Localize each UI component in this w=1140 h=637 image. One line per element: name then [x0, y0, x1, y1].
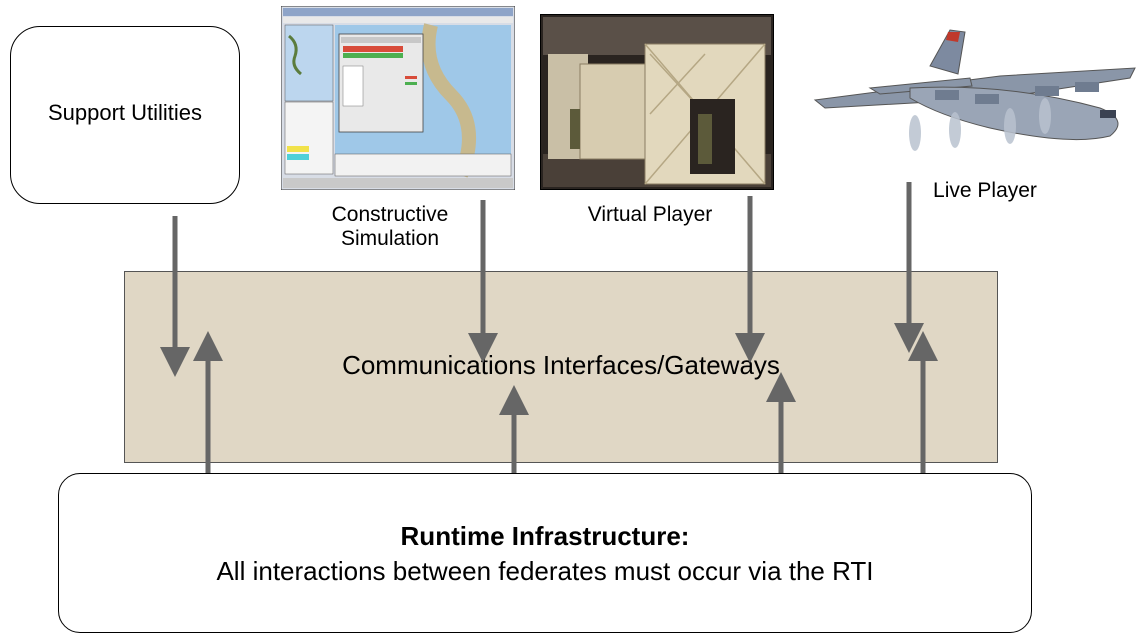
rti-title: Runtime Infrastructure:	[400, 521, 690, 551]
gateway-label: Communications Interfaces/Gateways	[342, 350, 780, 380]
support-utilities-label: Support Utilities	[47, 100, 203, 125]
live-player-label: Live Player	[933, 179, 1037, 202]
constructive-simulation-image	[281, 6, 515, 190]
virtual-player-label: Virtual Player	[587, 203, 713, 226]
constructive-simulation-label: Constructive Simulation	[331, 203, 449, 250]
virtual-player-image	[540, 14, 774, 190]
aircraft-icon	[813, 29, 1136, 151]
support-utilities-box	[10, 26, 240, 204]
gateway-band	[124, 271, 998, 463]
rti-box	[58, 473, 1032, 633]
rti-description: All interactions between federates must …	[216, 556, 874, 586]
